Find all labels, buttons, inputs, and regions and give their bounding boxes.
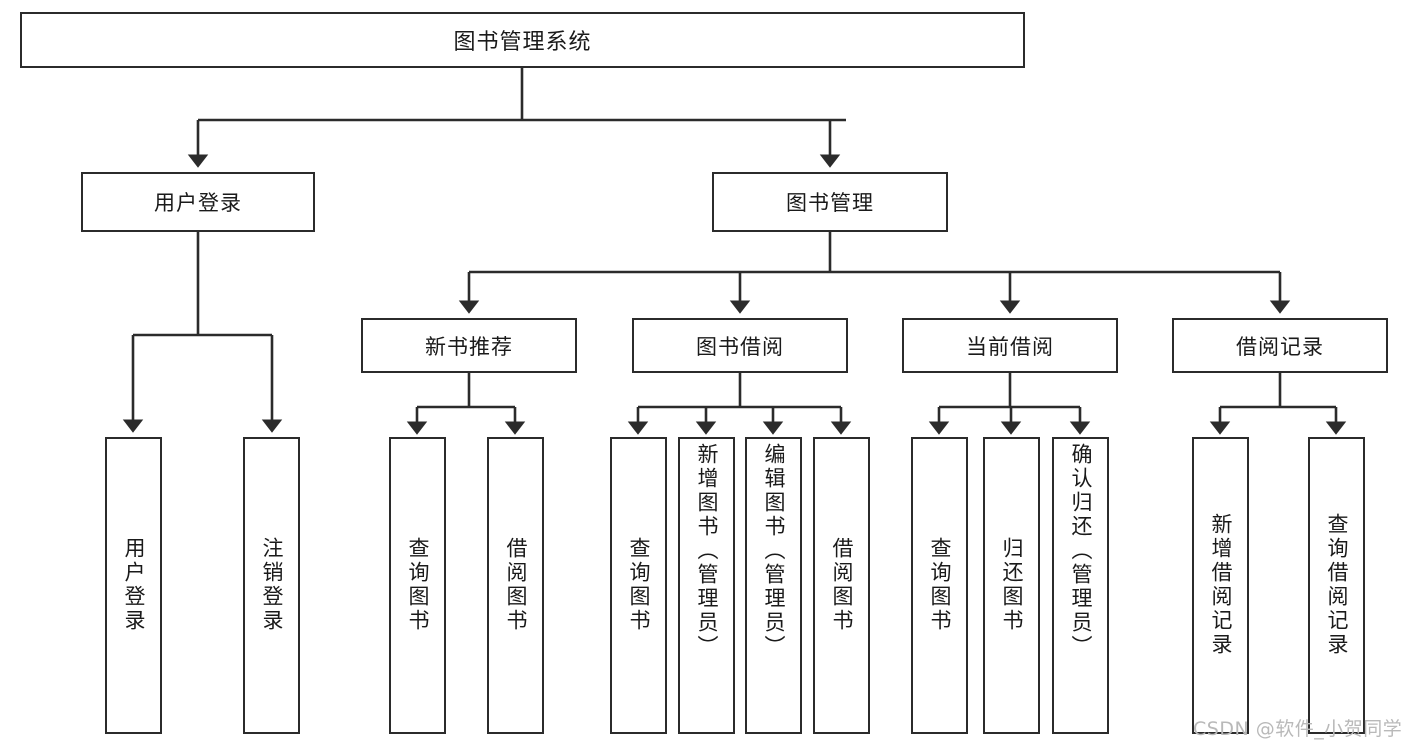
node-current-borrow-label: 当前借阅 xyxy=(966,334,1054,359)
node-leaf-add-record-label: 新增借阅记录 xyxy=(1209,512,1233,657)
node-leaf-borrow-book[interactable]: 借阅图书 xyxy=(813,437,870,734)
node-leaf-borrow-book-rec-label: 借阅图书 xyxy=(504,536,528,633)
node-current-borrow[interactable]: 当前借阅 xyxy=(902,318,1118,373)
node-user-login[interactable]: 用户登录 xyxy=(81,172,315,232)
node-leaf-query-book-cur[interactable]: 查询图书 xyxy=(911,437,968,734)
node-leaf-logout-label: 注销登录 xyxy=(260,536,284,633)
node-leaf-confirm-return[interactable]: 确认归还（管理员） xyxy=(1052,437,1109,734)
node-leaf-query-book-borrow[interactable]: 查询图书 xyxy=(610,437,667,734)
csdn-watermark: CSDN @软件_小贺同学 xyxy=(1193,718,1403,740)
node-root-label: 图书管理系统 xyxy=(453,30,592,55)
node-leaf-edit-book[interactable]: 编辑图书（管理员） xyxy=(745,437,802,734)
node-leaf-add-book-label: 新增图书（管理员） xyxy=(695,443,719,659)
node-leaf-user-login-label: 用户登录 xyxy=(122,536,146,633)
node-user-login-label: 用户登录 xyxy=(154,191,242,215)
node-leaf-query-book-borrow-label: 查询图书 xyxy=(627,536,651,633)
node-book-manage-label: 图书管理 xyxy=(786,191,874,215)
node-borrow-record-label: 借阅记录 xyxy=(1236,334,1324,359)
node-book-manage[interactable]: 图书管理 xyxy=(712,172,948,232)
node-leaf-confirm-return-label: 确认归还（管理员） xyxy=(1069,443,1093,659)
node-leaf-edit-book-label: 编辑图书（管理员） xyxy=(762,443,786,659)
node-leaf-return-book[interactable]: 归还图书 xyxy=(983,437,1040,734)
node-leaf-add-record[interactable]: 新增借阅记录 xyxy=(1192,437,1249,734)
node-leaf-user-login[interactable]: 用户登录 xyxy=(105,437,162,734)
node-borrow-record[interactable]: 借阅记录 xyxy=(1172,318,1388,373)
node-leaf-query-book-cur-label: 查询图书 xyxy=(928,536,952,633)
node-leaf-query-record[interactable]: 查询借阅记录 xyxy=(1308,437,1365,734)
node-root[interactable]: 图书管理系统 xyxy=(20,12,1025,68)
node-leaf-query-book-rec[interactable]: 查询图书 xyxy=(389,437,446,734)
node-new-book-rec-label: 新书推荐 xyxy=(425,334,513,359)
node-leaf-return-book-label: 归还图书 xyxy=(1000,536,1024,633)
node-leaf-logout[interactable]: 注销登录 xyxy=(243,437,300,734)
node-leaf-add-book[interactable]: 新增图书（管理员） xyxy=(678,437,735,734)
node-leaf-query-record-label: 查询借阅记录 xyxy=(1325,512,1349,657)
node-book-borrow[interactable]: 图书借阅 xyxy=(632,318,848,373)
node-book-borrow-label: 图书借阅 xyxy=(696,334,784,359)
node-leaf-borrow-book-label: 借阅图书 xyxy=(830,536,854,633)
node-leaf-borrow-book-rec[interactable]: 借阅图书 xyxy=(487,437,544,734)
node-leaf-query-book-rec-label: 查询图书 xyxy=(406,536,430,633)
node-new-book-rec[interactable]: 新书推荐 xyxy=(361,318,577,373)
